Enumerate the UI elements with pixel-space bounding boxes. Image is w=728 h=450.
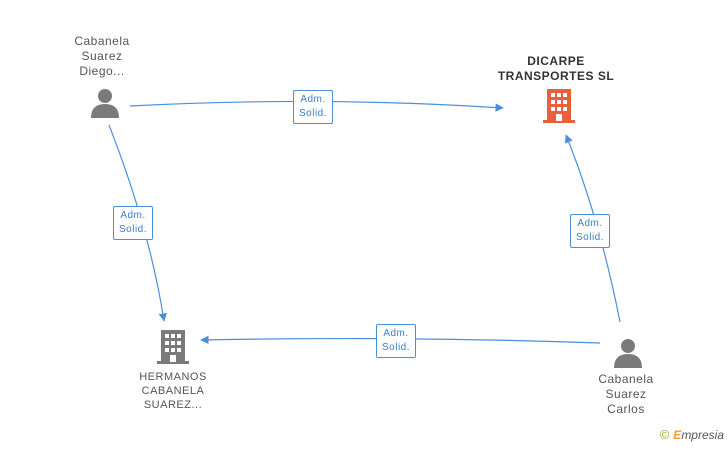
edge-label-line2: Solid.: [382, 342, 411, 353]
node-person-carlos[interactable]: Cabanela Suarez Carlos: [576, 372, 676, 417]
edge-label-line2: Solid.: [119, 224, 148, 235]
edge-label-line2: Solid.: [299, 108, 328, 119]
edge-label-line1: Adm.: [383, 328, 409, 339]
company-hermanos-label: HERMANOS CABANELA SUAREZ...: [139, 371, 207, 411]
node-company-dicarpe[interactable]: DICARPE TRANSPORTES SL: [486, 54, 626, 84]
edge-label-line2: Solid.: [576, 232, 605, 243]
edge-label-diego-dicarpe[interactable]: Adm. Solid.: [293, 90, 334, 124]
node-company-hermanos[interactable]: HERMANOS CABANELA SUAREZ...: [118, 370, 228, 412]
edge-label-line1: Adm.: [300, 94, 326, 105]
person-diego-label: Cabanela Suarez Diego...: [74, 34, 130, 78]
brand-initial: E: [673, 428, 682, 442]
edge-label-carlos-hermanos[interactable]: Adm. Solid.: [376, 324, 417, 358]
edge-label-carlos-dicarpe[interactable]: Adm. Solid.: [570, 214, 611, 248]
brand-name: mpresia: [681, 428, 724, 442]
building-icon: [543, 89, 575, 123]
copyright-symbol: ©: [659, 427, 670, 442]
person-carlos-label: Cabanela Suarez Carlos: [598, 372, 654, 416]
node-person-diego[interactable]: Cabanela Suarez Diego...: [52, 34, 152, 79]
person-icon: [614, 339, 642, 368]
footer-brand: ©Empresia: [660, 427, 724, 442]
edge-label-line1: Adm.: [577, 218, 603, 229]
building-icon: [157, 330, 189, 364]
person-icon: [91, 89, 119, 118]
edge-label-diego-hermanos[interactable]: Adm. Solid.: [113, 206, 154, 240]
company-dicarpe-label: DICARPE TRANSPORTES SL: [497, 54, 615, 83]
edge-label-line1: Adm.: [120, 210, 146, 221]
